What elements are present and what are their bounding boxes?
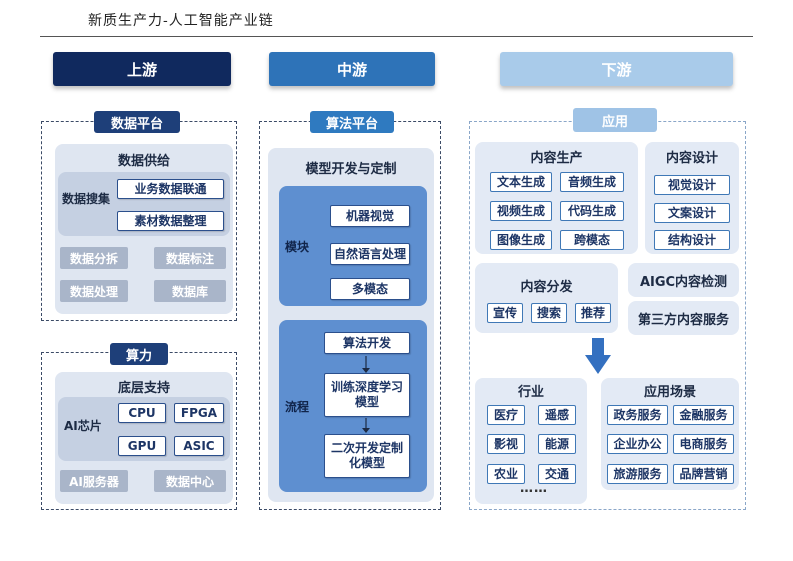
data-collect-item: 素材数据整理	[117, 211, 224, 231]
compute-item: 数据中心	[154, 470, 226, 492]
content-design-item: 视觉设计	[654, 175, 730, 195]
upstream-header: 上游	[53, 52, 231, 86]
content-production-item: 图像生成	[490, 230, 552, 250]
data-collect-label: 数据搜集	[62, 192, 111, 206]
content-production-item: 跨模态	[560, 230, 624, 250]
modules-label: 模块	[285, 240, 310, 254]
data-item: 数据库	[154, 280, 226, 302]
industry-title: 行业	[517, 384, 544, 400]
content-design-title: 内容设计	[665, 150, 718, 166]
content-production-item: 代码生成	[560, 201, 624, 221]
module-item: 自然语言处理	[330, 243, 410, 265]
flow-step: 二次开发定制化模型	[324, 434, 410, 478]
data-item: 数据处理	[60, 280, 128, 302]
content-production-item: 文本生成	[490, 172, 552, 192]
content-production-item: 视频生成	[490, 201, 552, 221]
industry-item: 交通	[538, 464, 576, 484]
content-distribution-item: 宣传	[487, 303, 523, 323]
industry-item: 医疗	[487, 405, 525, 425]
data-item: 数据分拆	[60, 247, 128, 269]
flow-arrow-head	[362, 368, 370, 373]
chip-item: GPU	[118, 436, 166, 456]
content-design-item: 结构设计	[654, 230, 730, 250]
industry-item: 遥感	[538, 405, 576, 425]
scenario-item: 金融服务	[673, 405, 734, 425]
model-dev-title: 模型开发与定制	[305, 161, 397, 177]
page-title: 新质生产力-人工智能产业链	[88, 13, 274, 29]
module-item: 机器视觉	[330, 205, 410, 227]
flow-step: 算法开发	[324, 332, 410, 354]
scenario-item: 旅游服务	[607, 464, 668, 484]
module-item: 多模态	[330, 278, 410, 300]
flow-arrow-head	[362, 428, 370, 433]
data-platform-tag: 数据平台	[94, 111, 180, 133]
content-production-title: 内容生产	[530, 150, 583, 166]
data-collect-item: 业务数据联通	[117, 179, 224, 199]
chips-label: AI芯片	[64, 419, 102, 433]
algorithm-platform-tag: 算法平台	[310, 111, 394, 133]
content-design-item: 文案设计	[654, 203, 730, 223]
scenarios-title: 应用场景	[643, 384, 696, 400]
third-party-service: 第三方内容服务	[628, 301, 739, 335]
data-supply-title: 数据供给	[117, 153, 170, 169]
flow-arrows	[362, 356, 370, 433]
midstream-header: 中游	[269, 52, 435, 86]
downstream-header: 下游	[500, 52, 733, 86]
flow-step: 训练深度学习模型	[324, 373, 410, 417]
industry-item: 影视	[487, 434, 525, 454]
chip-item: FPGA	[174, 403, 224, 423]
content-distribution-item: 推荐	[575, 303, 611, 323]
scenario-item: 品牌营销	[673, 464, 734, 484]
scenario-item: 政务服务	[607, 405, 668, 425]
compute-tag: 算力	[110, 343, 168, 365]
industry-item: 能源	[538, 434, 576, 454]
flow-label: 流程	[285, 400, 310, 414]
content-distribution-title: 内容分发	[520, 279, 573, 295]
base-support-title: 底层支持	[117, 380, 170, 396]
industry-item: 农业	[487, 464, 525, 484]
industry-more: ……	[520, 481, 548, 496]
scenario-item: 电商服务	[673, 434, 734, 454]
compute-item: AI服务器	[60, 470, 128, 492]
data-item: 数据标注	[154, 247, 226, 269]
chip-item: CPU	[118, 403, 166, 423]
scenario-item: 企业办公	[607, 434, 668, 454]
aigc-detection: AIGC内容检测	[628, 263, 739, 297]
chip-item: ASIC	[174, 436, 224, 456]
down-arrow-icon	[585, 338, 611, 374]
content-production-item: 音频生成	[560, 172, 624, 192]
title-rule	[40, 36, 753, 37]
content-distribution-item: 搜索	[531, 303, 567, 323]
application-tag: 应用	[573, 108, 657, 132]
